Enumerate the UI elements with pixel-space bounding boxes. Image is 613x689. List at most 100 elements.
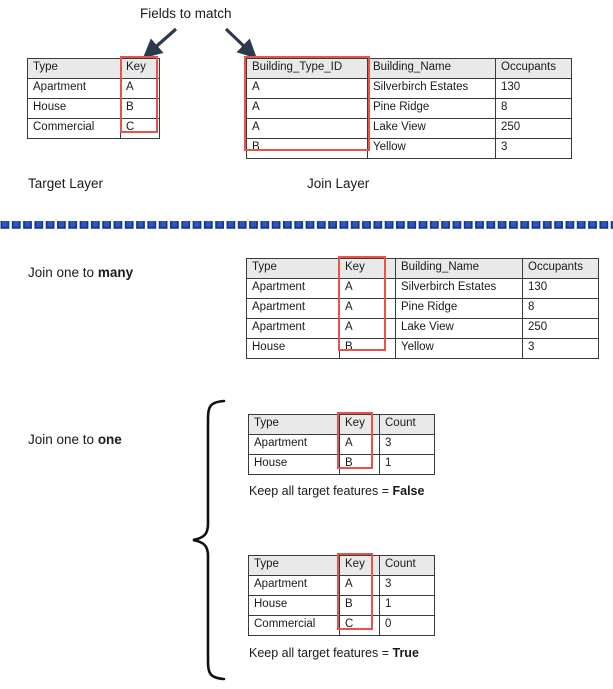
join-one-to-many-emphasis: many xyxy=(97,265,134,280)
cell-type: House xyxy=(246,338,340,359)
cell-occupants: 130 xyxy=(522,278,599,299)
column-header-type: Type xyxy=(248,414,340,435)
one-to-many-result-table-wrapper: Type Key Building_Name Occupants Apartme… xyxy=(246,256,599,359)
cell-count: 3 xyxy=(379,575,435,596)
cell-building-name: Yellow xyxy=(395,338,523,359)
column-header-key: Key xyxy=(339,555,380,576)
cell-count: 0 xyxy=(379,615,435,636)
table-row: House B Yellow 3 xyxy=(246,338,599,359)
join-layer-table-wrapper: Building_Type_ID Building_Name Occupants… xyxy=(244,56,572,159)
cell-key: A xyxy=(339,434,380,455)
cell-type: Apartment xyxy=(248,575,340,596)
cell-building-name: Yellow xyxy=(367,138,496,159)
cell-key: A xyxy=(339,298,396,319)
column-header-count: Count xyxy=(379,555,435,576)
cell-building-type-id: A xyxy=(246,78,368,99)
table-row: B Yellow 3 xyxy=(246,138,572,159)
join-layer-caption: Join Layer xyxy=(307,176,370,191)
cell-building-name: Silverbirch Estates xyxy=(367,78,496,99)
cell-key: A xyxy=(339,318,396,339)
join-one-to-many-prefix: Join one to xyxy=(28,265,98,280)
cell-key: A xyxy=(339,575,380,596)
cell-type: Commercial xyxy=(27,118,121,139)
cell-building-name: Lake View xyxy=(367,118,496,139)
table-row: Apartment A Silverbirch Estates 130 xyxy=(246,278,599,299)
column-header-key: Key xyxy=(339,414,380,435)
keep-all-false-label: Keep all target features = False xyxy=(249,484,424,498)
table-header-row: Type Key Count xyxy=(248,555,435,576)
join-one-to-one-prefix: Join one to xyxy=(28,432,98,447)
table-header-row: Type Key xyxy=(27,58,160,79)
table-row: House B xyxy=(27,98,160,119)
target-layer-caption: Target Layer xyxy=(28,176,104,191)
cell-occupants: 3 xyxy=(495,138,572,159)
column-header-occupants: Occupants xyxy=(495,58,572,79)
cell-type: Apartment xyxy=(246,278,340,299)
one-to-one-false-table-wrapper: Type Key Count Apartment A 3 House B 1 xyxy=(248,412,435,475)
keep-all-false-value: False xyxy=(392,484,425,498)
cell-count: 1 xyxy=(379,454,435,475)
cell-occupants: 3 xyxy=(522,338,599,359)
table-row: Apartment A Lake View 250 xyxy=(246,318,599,339)
cell-count: 1 xyxy=(379,595,435,616)
column-header-key: Key xyxy=(120,58,160,79)
cell-building-name: Pine Ridge xyxy=(395,298,523,319)
cell-building-type-id: A xyxy=(246,98,368,119)
table-row: Apartment A 3 xyxy=(248,434,435,455)
cell-building-type-id: A xyxy=(246,118,368,139)
column-header-building-name: Building_Name xyxy=(367,58,496,79)
column-header-occupants: Occupants xyxy=(522,258,599,279)
arrow-to-target-key-icon xyxy=(142,27,178,59)
cell-building-name: Lake View xyxy=(395,318,523,339)
cell-building-type-id: B xyxy=(246,138,368,159)
cell-occupants: 130 xyxy=(495,78,572,99)
column-header-type: Type xyxy=(27,58,121,79)
arrow-to-join-key-icon xyxy=(224,27,257,59)
keep-all-false-prefix: Keep all target features = xyxy=(249,484,393,498)
cell-key: B xyxy=(120,98,160,119)
one-to-one-true-table: Type Key Count Apartment A 3 House B 1 C… xyxy=(248,555,435,636)
table-header-row: Type Key Count xyxy=(248,414,435,435)
table-row: A Pine Ridge 8 xyxy=(246,98,572,119)
join-one-to-one-label: Join one to one xyxy=(28,432,122,447)
keep-all-true-prefix: Keep all target features = xyxy=(249,646,393,660)
table-row: A Lake View 250 xyxy=(246,118,572,139)
table-row: House B 1 xyxy=(248,595,435,616)
cell-key: B xyxy=(339,454,380,475)
cell-type: House xyxy=(248,454,340,475)
cell-key: A xyxy=(120,78,160,99)
target-layer-table-wrapper: Type Key Apartment A House B Commercial … xyxy=(27,56,160,139)
table-row: Commercial C xyxy=(27,118,160,139)
cell-occupants: 250 xyxy=(522,318,599,339)
table-row: Apartment A xyxy=(27,78,160,99)
join-layer-table: Building_Type_ID Building_Name Occupants… xyxy=(246,58,572,159)
join-one-to-one-emphasis: one xyxy=(97,432,122,447)
table-row: Apartment A 3 xyxy=(248,575,435,596)
cell-type: Apartment xyxy=(248,434,340,455)
cell-count: 3 xyxy=(379,434,435,455)
table-row: A Silverbirch Estates 130 xyxy=(246,78,572,99)
one-to-many-result-table: Type Key Building_Name Occupants Apartme… xyxy=(246,258,599,359)
cell-type: Commercial xyxy=(248,615,340,636)
target-layer-table: Type Key Apartment A House B Commercial … xyxy=(27,58,160,139)
column-header-building-type-id: Building_Type_ID xyxy=(246,58,368,79)
cell-type: Apartment xyxy=(246,318,340,339)
cell-building-name: Silverbirch Estates xyxy=(395,278,523,299)
cell-building-name: Pine Ridge xyxy=(367,98,496,119)
column-header-building-name: Building_Name xyxy=(395,258,523,279)
column-header-count: Count xyxy=(379,414,435,435)
cell-key: B xyxy=(339,595,380,616)
section-divider xyxy=(0,219,613,230)
one-to-one-true-table-wrapper: Type Key Count Apartment A 3 House B 1 C… xyxy=(248,553,435,636)
cell-occupants: 250 xyxy=(495,118,572,139)
keep-all-true-label: Keep all target features = True xyxy=(249,646,419,660)
table-row: Commercial C 0 xyxy=(248,615,435,636)
cell-occupants: 8 xyxy=(522,298,599,319)
table-row: House B 1 xyxy=(248,454,435,475)
column-header-key: Key xyxy=(339,258,396,279)
one-to-one-false-table: Type Key Count Apartment A 3 House B 1 xyxy=(248,414,435,475)
table-header-row: Building_Type_ID Building_Name Occupants xyxy=(246,58,572,79)
cell-type: House xyxy=(27,98,121,119)
cell-type: Apartment xyxy=(27,78,121,99)
fields-to-match-label: Fields to match xyxy=(140,6,232,21)
